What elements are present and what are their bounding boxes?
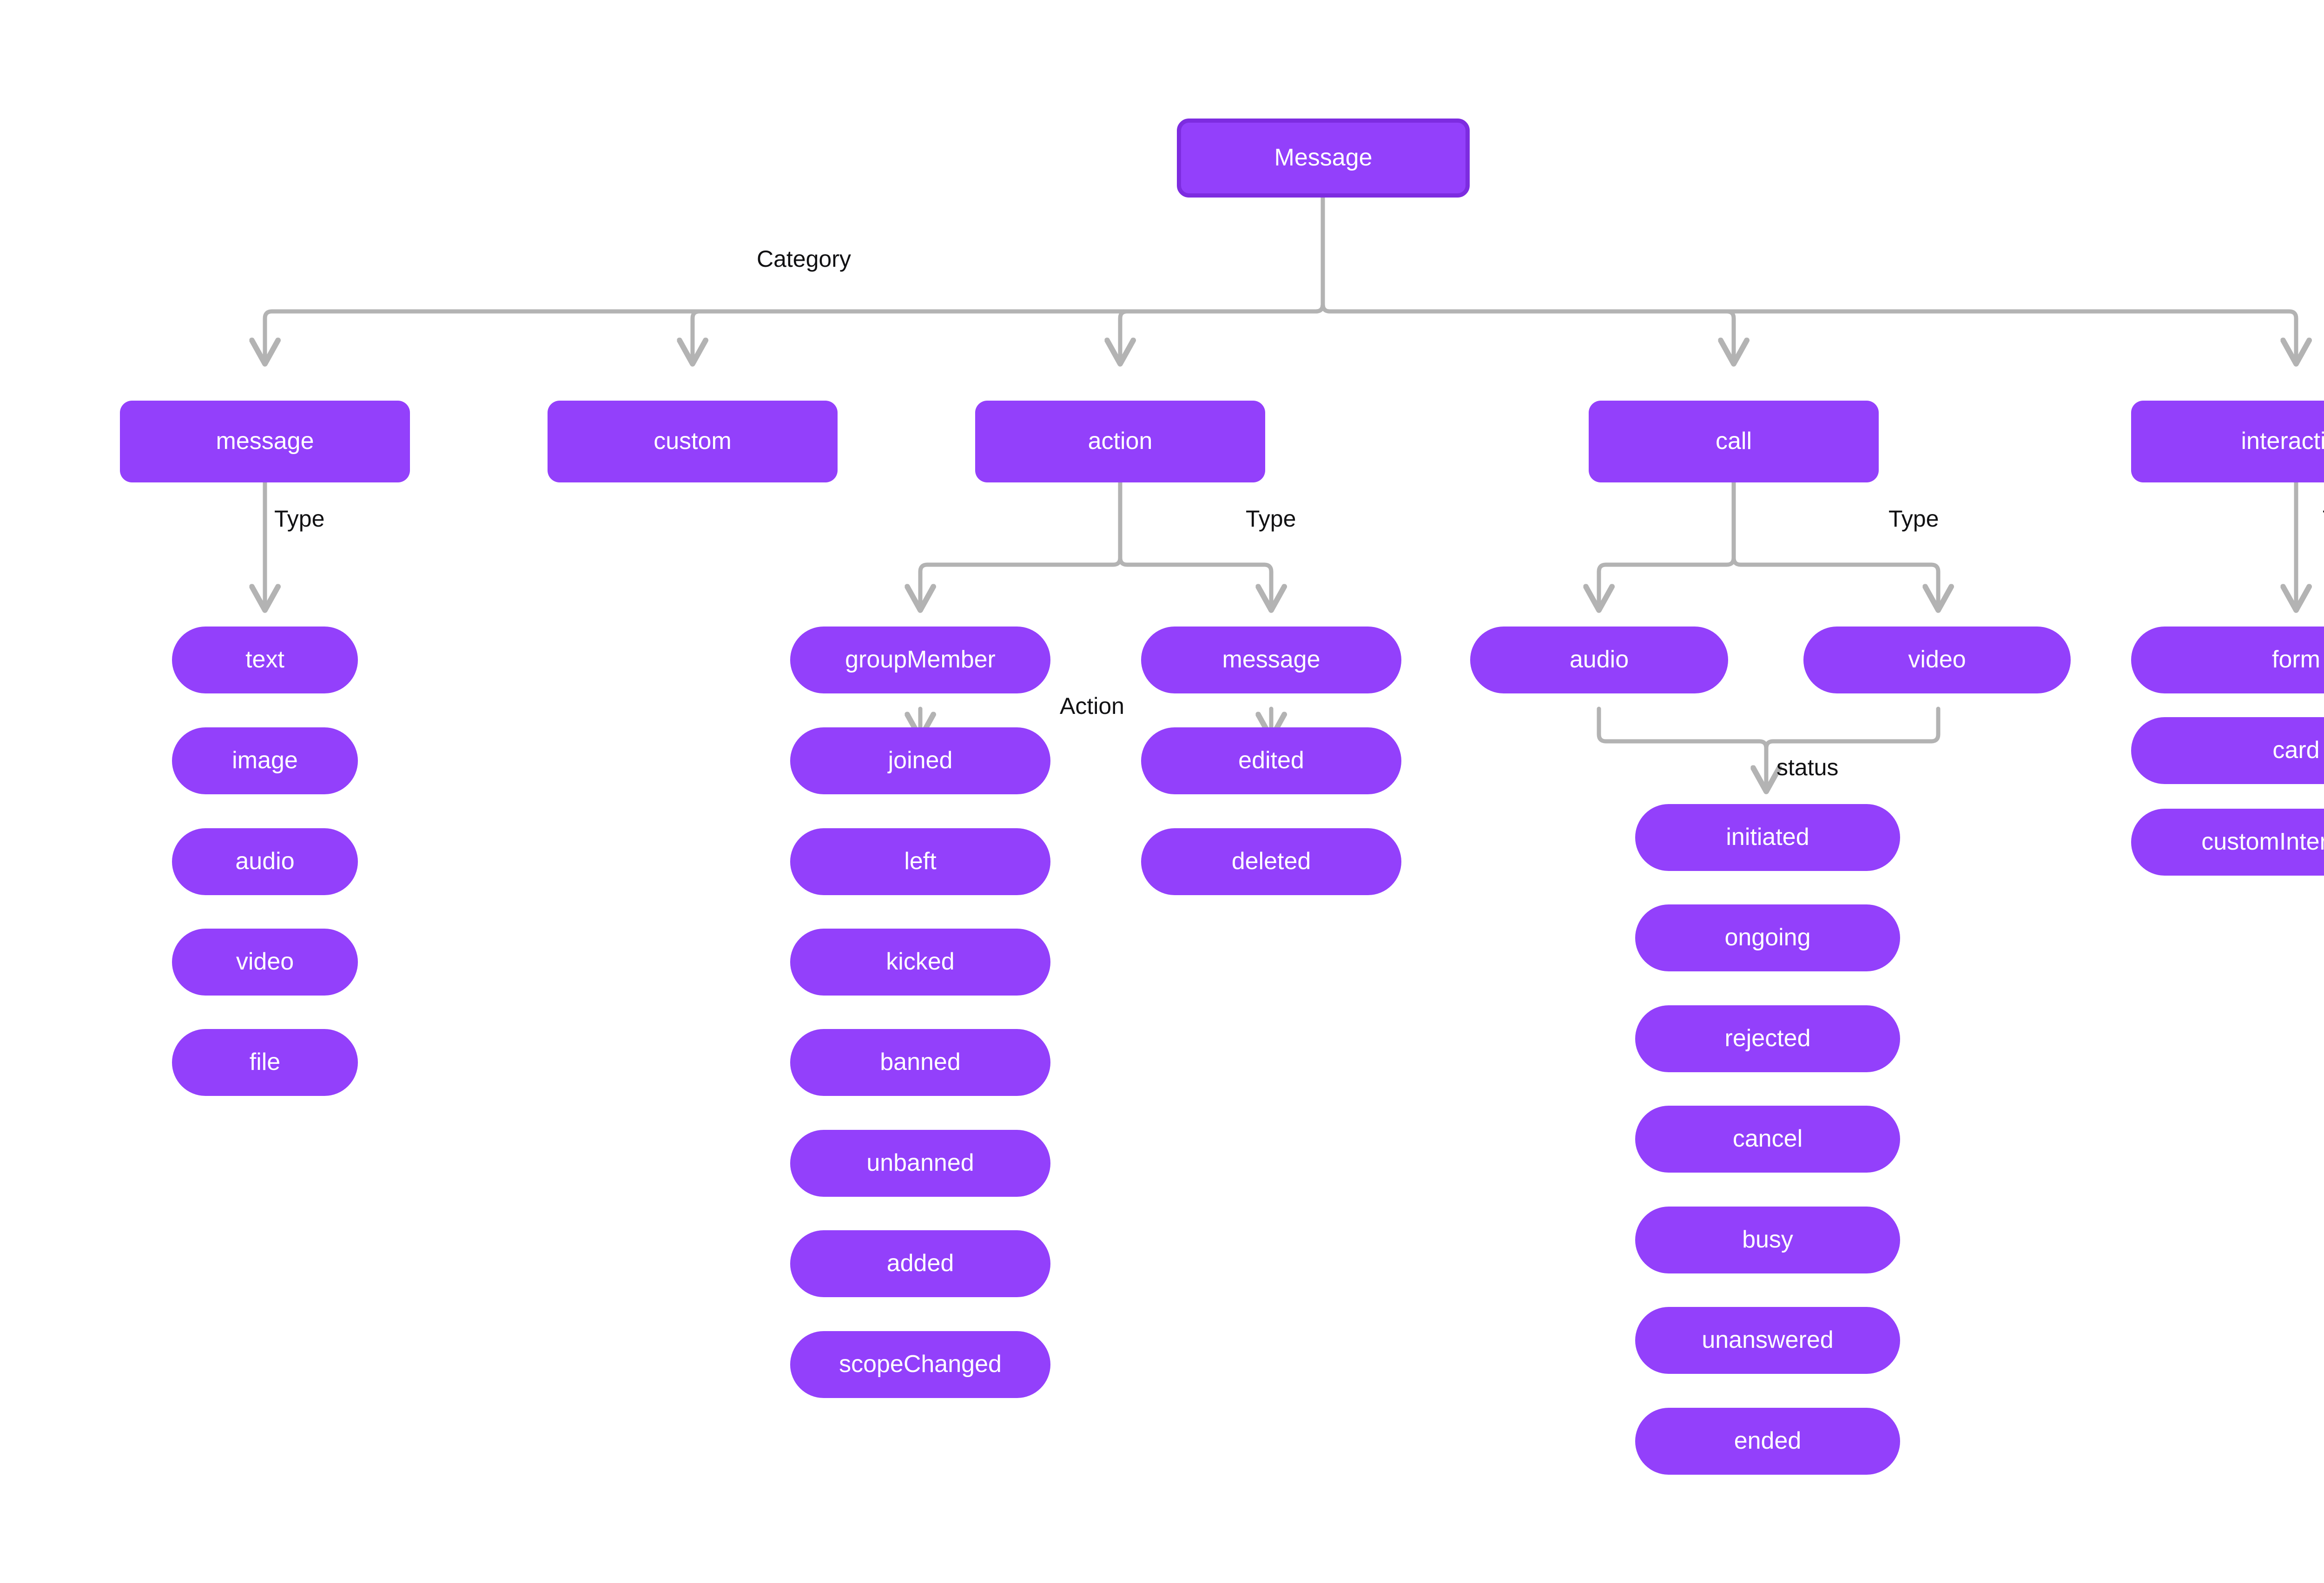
node-category-message[interactable]: message (120, 401, 410, 482)
node-call-type-audio[interactable]: audio (1470, 627, 1728, 693)
node-label: card (2272, 737, 2320, 764)
node-label: message (216, 428, 314, 455)
node-label: interactive (2241, 428, 2324, 455)
node-label: unbanned (866, 1149, 974, 1177)
edge-root-message (265, 295, 1325, 363)
edge-root-call (1320, 302, 1734, 363)
node-label: edited (1238, 747, 1304, 774)
node-label: left (904, 848, 937, 875)
edge-root-interactive (1320, 302, 2296, 363)
edge-root-action (1120, 302, 1325, 363)
edge-action-groupmember (920, 480, 1122, 609)
node-call-status-initiated[interactable]: initiated (1635, 804, 1900, 871)
node-action-type-groupmember[interactable]: groupMember (790, 627, 1050, 693)
node-label: file (249, 1049, 281, 1076)
node-groupmember-action-scopechanged[interactable]: scopeChanged (790, 1331, 1050, 1398)
node-label: cancel (1732, 1125, 1803, 1153)
node-label: text (245, 646, 284, 673)
node-call-status-unanswered[interactable]: unanswered (1635, 1307, 1900, 1374)
node-groupmember-action-joined[interactable]: joined (790, 727, 1050, 794)
node-label: scopeChanged (839, 1351, 1002, 1378)
node-label: deleted (1231, 848, 1311, 875)
node-label: video (1908, 646, 1966, 673)
node-label: banned (880, 1049, 961, 1076)
node-label: ongoing (1724, 924, 1811, 951)
edge-label-action: Action (1060, 693, 1124, 719)
edge-label-status: status (1776, 754, 1839, 780)
node-interactive-type-card[interactable]: card (2131, 717, 2324, 784)
node-label: message (1222, 646, 1320, 673)
edge-audio-status (1597, 706, 1766, 790)
node-message-type-text[interactable]: text (172, 627, 358, 693)
node-action-type-message[interactable]: message (1141, 627, 1401, 693)
edge-call-audio (1599, 480, 1736, 609)
edge-root-custom (693, 302, 1325, 363)
node-root-message[interactable]: Message (1177, 119, 1470, 198)
node-label: Message (1274, 144, 1373, 171)
node-label: ended (1734, 1427, 1802, 1455)
node-category-call[interactable]: call (1589, 401, 1879, 482)
node-label: initiated (1726, 824, 1809, 851)
node-label: customInteractive (2201, 828, 2324, 856)
node-call-status-ended[interactable]: ended (1635, 1408, 1900, 1475)
node-interactive-type-form[interactable]: form (2131, 627, 2324, 693)
edge-call-video (1731, 555, 1938, 609)
node-label: image (232, 747, 298, 774)
node-label: unanswered (1702, 1326, 1834, 1354)
node-groupmember-action-added[interactable]: added (790, 1230, 1050, 1297)
node-label: kicked (886, 948, 955, 976)
node-call-status-busy[interactable]: busy (1635, 1207, 1900, 1273)
node-groupmember-action-unbanned[interactable]: unbanned (790, 1130, 1050, 1197)
node-call-status-ongoing[interactable]: ongoing (1635, 904, 1900, 971)
node-label: custom (654, 428, 732, 455)
node-label: groupMember (845, 646, 996, 673)
node-call-status-rejected[interactable]: rejected (1635, 1005, 1900, 1072)
edge-action-message (1118, 555, 1271, 609)
node-category-custom[interactable]: custom (548, 401, 838, 482)
node-label: video (236, 948, 294, 976)
node-label: rejected (1724, 1025, 1811, 1052)
node-call-type-video[interactable]: video (1803, 627, 2071, 693)
node-message-type-image[interactable]: image (172, 727, 358, 794)
node-label: audio (235, 848, 295, 875)
node-message-type-file[interactable]: file (172, 1029, 358, 1096)
node-groupmember-action-kicked[interactable]: kicked (790, 929, 1050, 996)
node-label: added (886, 1250, 954, 1277)
node-message-action-deleted[interactable]: deleted (1141, 828, 1401, 895)
node-label: busy (1742, 1226, 1793, 1253)
node-category-action[interactable]: action (975, 401, 1265, 482)
edge-label-type-call: Type (1888, 506, 1939, 532)
node-category-interactive[interactable]: interactive (2131, 401, 2324, 482)
node-groupmember-action-banned[interactable]: banned (790, 1029, 1050, 1096)
edge-label-type-message: Type (274, 506, 325, 532)
node-message-action-edited[interactable]: edited (1141, 727, 1401, 794)
node-label: action (1088, 428, 1153, 455)
node-label: joined (888, 747, 953, 774)
node-call-status-cancel[interactable]: cancel (1635, 1106, 1900, 1173)
node-label: audio (1569, 646, 1629, 673)
node-groupmember-action-left[interactable]: left (790, 828, 1050, 895)
node-interactive-type-custominteractive[interactable]: customInteractive (2131, 809, 2324, 876)
edge-label-category: Category (757, 246, 851, 272)
edge-label-type-action: Type (1246, 506, 1296, 532)
edge-label-type-interactive: Type (2323, 505, 2324, 532)
node-label: form (2272, 646, 2320, 673)
node-message-type-audio[interactable]: audio (172, 828, 358, 895)
node-label: call (1715, 428, 1752, 455)
node-message-type-video[interactable]: video (172, 929, 358, 996)
